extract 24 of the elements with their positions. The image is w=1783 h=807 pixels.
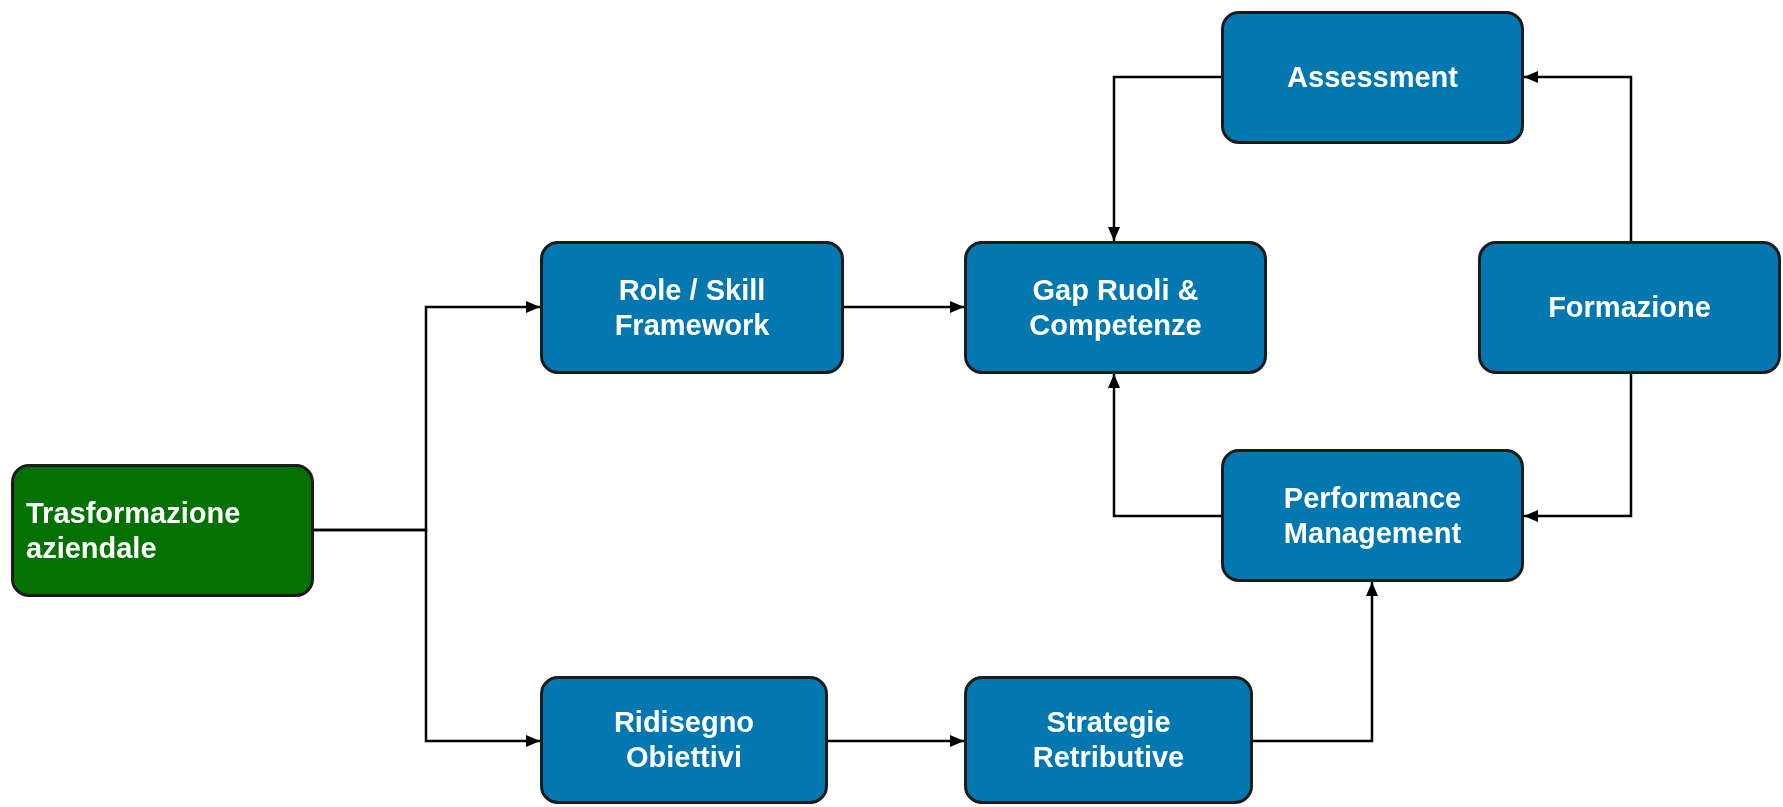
arrow — [1253, 582, 1378, 743]
arrow — [314, 528, 540, 747]
start-box — [11, 464, 314, 597]
process-box — [964, 241, 1267, 374]
process-box — [540, 676, 828, 804]
node-label: Ridisegno Obiettivi — [612, 705, 756, 775]
process-box — [1221, 11, 1524, 144]
node-label: Strategie Retributive — [1031, 705, 1186, 775]
node-label: Assessment — [1287, 60, 1458, 95]
node-label: Gap Ruoli & Competenze — [1028, 272, 1203, 343]
arrow — [844, 301, 964, 313]
process-box — [1478, 241, 1781, 374]
node-label: Trasformazione aziendale — [26, 495, 242, 566]
node-label: Performance Management — [1282, 480, 1463, 551]
node-label: Role / Skill Framework — [613, 272, 771, 343]
process-box — [964, 676, 1253, 804]
arrow — [1524, 71, 1633, 241]
process-box — [1221, 449, 1524, 582]
process-box — [540, 241, 844, 374]
arrow — [828, 735, 964, 747]
arrow — [1524, 374, 1633, 522]
node-label: Formazione — [1548, 290, 1711, 325]
arrow — [1108, 374, 1221, 518]
arrow — [1108, 75, 1221, 241]
